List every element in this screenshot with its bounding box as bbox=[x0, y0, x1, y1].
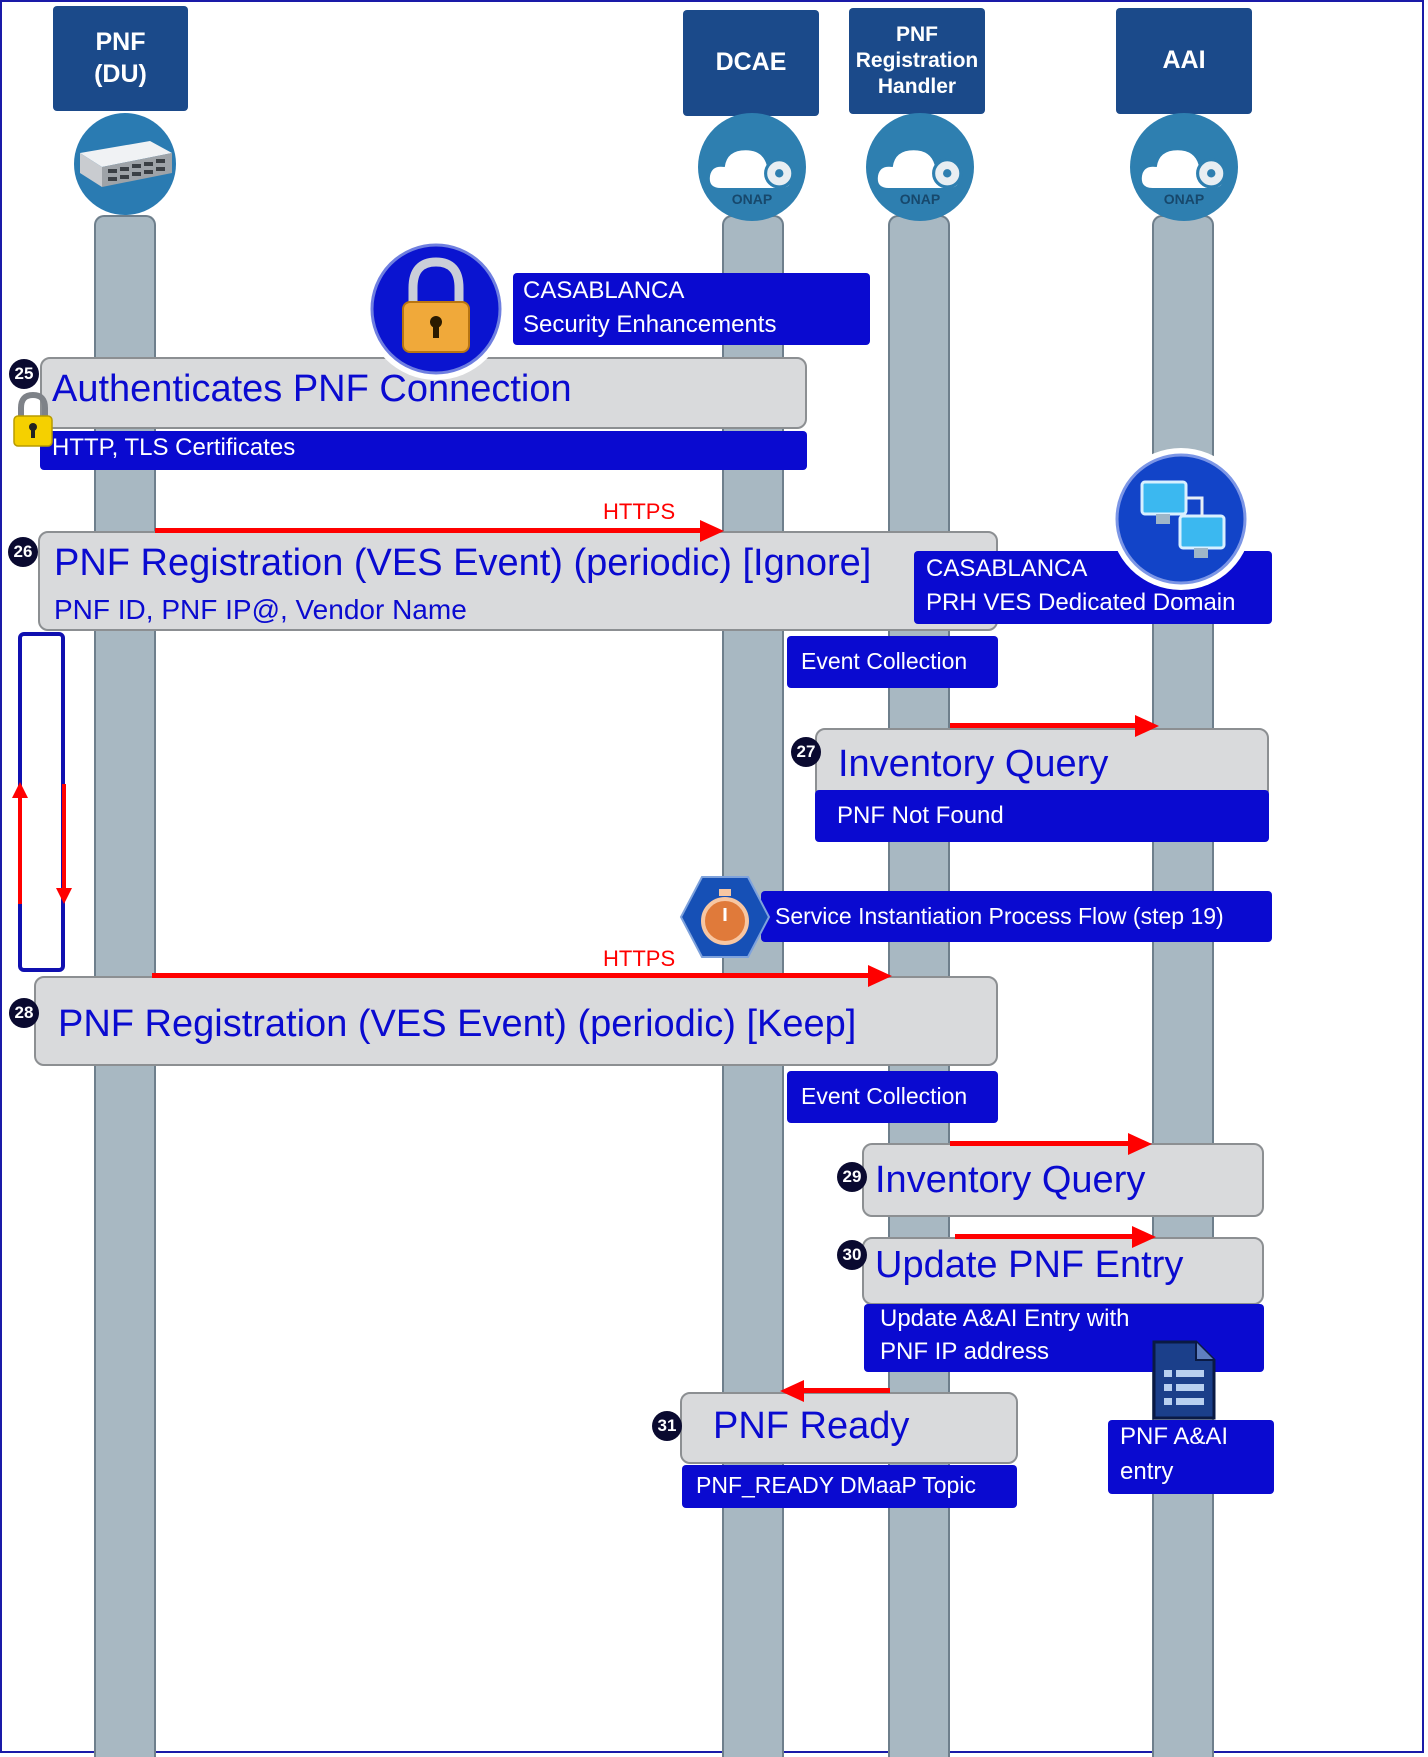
cloud-icon: ONAP bbox=[698, 113, 806, 221]
server-icon bbox=[74, 113, 176, 215]
step-30-arrow bbox=[955, 1234, 1135, 1239]
security-callout-line2: Security Enhancements bbox=[523, 311, 777, 338]
document-list-icon bbox=[1152, 1340, 1216, 1420]
step-31-number: 31 bbox=[652, 1411, 682, 1441]
cloud-icon: ONAP bbox=[1130, 113, 1238, 221]
step-29-arrowhead bbox=[1128, 1133, 1152, 1155]
step-30-number: 30 bbox=[837, 1240, 867, 1270]
service-instantiation-label: Service Instantiation Process Flow (step… bbox=[775, 903, 1224, 929]
step-29-box bbox=[862, 1143, 1264, 1217]
step-30-detail-line2: PNF IP address bbox=[880, 1338, 1049, 1365]
step-30-detail-line1: Update A&AI Entry with bbox=[880, 1305, 1130, 1332]
lifeline-aai bbox=[1152, 215, 1214, 1757]
step-28-title: PNF Registration (VES Event) (periodic) … bbox=[58, 1003, 857, 1045]
onap-label: ONAP bbox=[1163, 191, 1205, 207]
event-collection-1: Event Collection bbox=[787, 636, 998, 688]
step-26-box bbox=[38, 531, 998, 631]
security-callout: CASABLANCA Security Enhancements bbox=[513, 273, 870, 345]
prh-callout-line1: CASABLANCA bbox=[926, 555, 1088, 582]
aai-entry-line2: entry bbox=[1120, 1458, 1174, 1485]
step-29-number: 29 bbox=[837, 1162, 867, 1192]
step-28-arrowhead bbox=[868, 965, 892, 987]
step-28-box bbox=[34, 976, 998, 1066]
step-27-box bbox=[815, 728, 1269, 800]
step-27-arrow bbox=[950, 723, 1140, 728]
step-25-detail-box: HTTP, TLS Certificates bbox=[40, 431, 807, 470]
participant-aai-header: AAI bbox=[1116, 8, 1252, 114]
aai-entry-line1: PNF A&AI bbox=[1120, 1423, 1229, 1450]
step-31-arrowhead bbox=[780, 1380, 804, 1402]
event-collection-2-label: Event Collection bbox=[801, 1083, 968, 1109]
step-28-arrow bbox=[152, 973, 872, 978]
service-instantiation-box: Service Instantiation Process Flow (step… bbox=[761, 891, 1272, 942]
step-31-box bbox=[680, 1392, 1018, 1464]
step-28-protocol: HTTPS bbox=[603, 946, 676, 971]
padlock-icon bbox=[365, 238, 507, 380]
step-26-arrow bbox=[155, 528, 705, 533]
step-25-title: Authenticates PNF Connection bbox=[52, 368, 572, 410]
loop-arrows bbox=[12, 782, 72, 904]
participant-dcae-header: DCAE bbox=[683, 10, 819, 116]
step-31-detail: PNF_READY DMaaP Topic bbox=[696, 1472, 976, 1498]
event-collection-2: Event Collection bbox=[787, 1071, 998, 1123]
padlock-icon bbox=[12, 391, 54, 448]
security-callout-line1: CASABLANCA bbox=[523, 277, 685, 304]
step-27-detail: PNF Not Found bbox=[837, 802, 1004, 829]
step-26-title: PNF Registration (VES Event) (periodic) … bbox=[54, 542, 872, 584]
step-31-detail-box: PNF_READY DMaaP Topic bbox=[682, 1465, 1017, 1508]
participant-pnf-header: PNF (DU) bbox=[53, 6, 188, 111]
step-26-detail: PNF ID, PNF IP@, Vendor Name bbox=[54, 594, 467, 625]
step-29-title: Inventory Query bbox=[875, 1159, 1146, 1201]
network-computers-icon bbox=[1110, 448, 1252, 590]
step-28-number: 28 bbox=[9, 998, 39, 1028]
step-29-arrow bbox=[950, 1141, 1130, 1146]
aai-entry-box: PNF A&AI entry bbox=[1108, 1420, 1274, 1494]
onap-label: ONAP bbox=[731, 191, 773, 207]
step-26-number: 26 bbox=[8, 537, 38, 567]
participant-prh-header: PNF Registration Handler bbox=[849, 8, 985, 114]
step-31-arrow bbox=[800, 1388, 890, 1393]
step-26-protocol: HTTPS bbox=[603, 499, 676, 524]
prh-callout-line2: PRH VES Dedicated Domain bbox=[926, 589, 1236, 616]
step-27-title: Inventory Query bbox=[838, 743, 1109, 785]
event-collection-1-label: Event Collection bbox=[801, 648, 968, 674]
step-26-arrowhead bbox=[700, 520, 724, 542]
step-25-number: 25 bbox=[9, 359, 39, 389]
stopwatch-icon bbox=[679, 876, 771, 958]
step-31-title: PNF Ready bbox=[713, 1405, 910, 1447]
onap-label: ONAP bbox=[899, 191, 941, 207]
step-27-number: 27 bbox=[791, 737, 821, 767]
prh-callout: CASABLANCA PRH VES Dedicated Domain bbox=[914, 551, 1272, 624]
step-30-arrowhead bbox=[1132, 1226, 1156, 1248]
step-25-detail: HTTP, TLS Certificates bbox=[52, 434, 296, 461]
step-27-arrowhead bbox=[1135, 715, 1159, 737]
step-30-title: Update PNF Entry bbox=[875, 1244, 1184, 1286]
cloud-icon: ONAP bbox=[866, 113, 974, 221]
step-27-detail-box: PNF Not Found bbox=[815, 790, 1269, 842]
